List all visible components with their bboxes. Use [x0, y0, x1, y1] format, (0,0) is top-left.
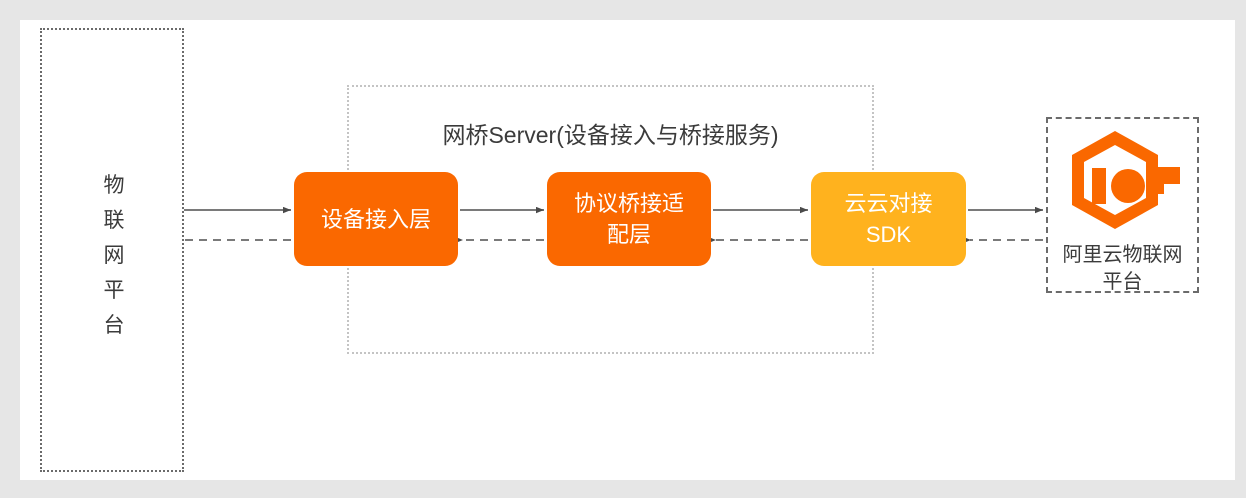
node-cloud-sdk[interactable]: 云云对接 SDK [811, 172, 966, 266]
iot-platform-zone[interactable]: 物 联 网 平 台 [40, 28, 184, 472]
aliyun-iot-label: 阿里云物联网 平台 [1062, 244, 1183, 293]
node-protocol-bridge[interactable]: 协议桥接适 配层 [547, 172, 711, 266]
diagram-canvas: 物 联 网 平 台 网桥Server(设备接入与桥接服务) 设备接入层 协议桥接… [20, 20, 1235, 480]
aliyun-iot-logo-icon [1072, 131, 1180, 229]
iot-platform-label: 物 联 网 平 台 [103, 174, 125, 337]
bridge-server-title: 网桥Server(设备接入与桥接服务) [442, 122, 779, 148]
node-device-access[interactable]: 设备接入层 [294, 172, 458, 266]
